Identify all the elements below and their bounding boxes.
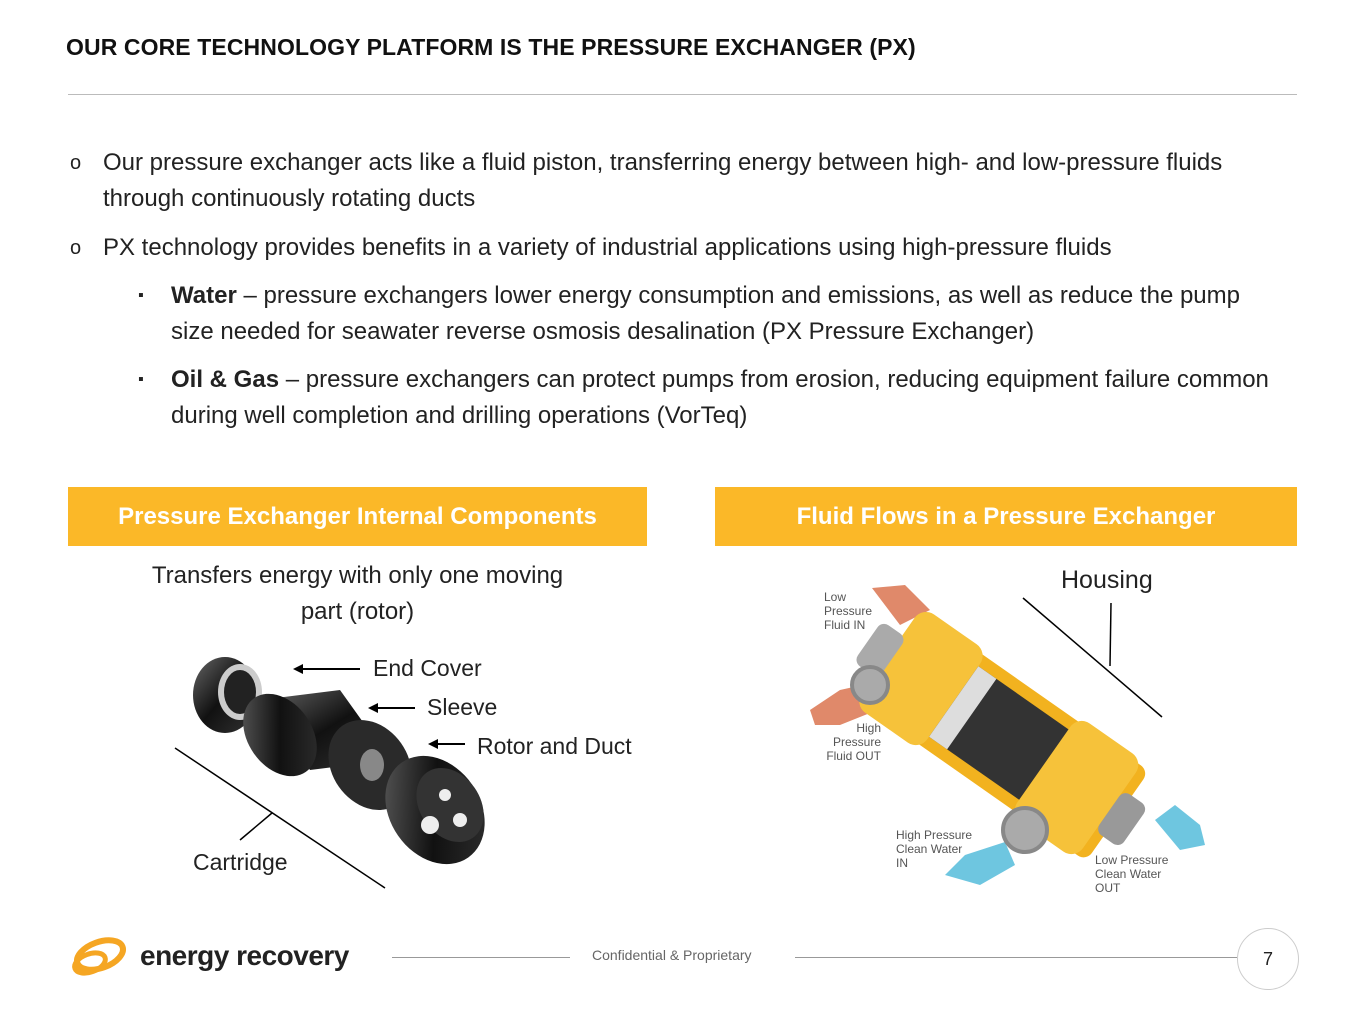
label-rotor-and-duct: Rotor and Duct	[477, 733, 632, 759]
left-panel-caption: Transfers energy with only one moving pa…	[151, 562, 564, 625]
label-lp-water-out: Low Pressure Clean Water OUT	[1095, 853, 1169, 895]
bullet-marker: o	[70, 152, 82, 174]
sub-bullet-bold: Oil & Gas	[171, 366, 280, 393]
sub-bullet-text: – pressure exchangers lower energy consu…	[171, 282, 1240, 345]
footer-confidential: Confidential & Proprietary	[592, 947, 752, 963]
bullet-marker: ▪	[138, 287, 144, 304]
sub-bullet-bold: Water	[171, 282, 237, 309]
label-hp-fluid-out: High Pressure Fluid OUT	[826, 721, 881, 763]
energy-recovery-logo-icon	[72, 937, 126, 976]
label-housing: Housing	[1061, 566, 1153, 594]
label-end-cover: End Cover	[373, 655, 482, 681]
sub-bullet-water: ▪ Water – pressure exchangers lower ener…	[138, 278, 1281, 350]
lp-water-out-arrow	[1155, 805, 1205, 850]
sub-bullet-oil-gas: ▪ Oil & Gas – pressure exchangers can pr…	[138, 362, 1281, 434]
bullet-2: o PX technology provides benefits in a v…	[70, 230, 1283, 266]
label-sleeve: Sleeve	[427, 694, 498, 720]
title-divider	[68, 94, 1297, 95]
pressure-exchanger-illustration	[810, 585, 1205, 885]
sub-bullet-text: – pressure exchangers can protect pumps …	[171, 366, 1269, 429]
bullet-marker: o	[70, 237, 82, 259]
bullet-marker: ▪	[138, 371, 144, 388]
page-number: 7	[1237, 928, 1299, 990]
footer-line-right	[795, 957, 1237, 958]
left-panel-header: Pressure Exchanger Internal Components	[68, 487, 647, 546]
label-hp-water-in: High Pressure Clean Water IN	[896, 828, 973, 870]
right-panel-header: Fluid Flows in a Pressure Exchanger	[715, 487, 1297, 546]
lp-fluid-in-arrow	[872, 585, 930, 625]
logo-wordmark: energy recovery	[140, 940, 349, 971]
hp-water-in-arrow	[945, 842, 1015, 885]
label-lp-fluid-in: Low Pressure Fluid IN	[824, 590, 873, 632]
bullet-text: PX technology provides benefits in a var…	[103, 234, 1112, 261]
label-cartridge: Cartridge	[193, 849, 288, 875]
footer-line-left	[392, 957, 570, 958]
bullet-1: o Our pressure exchanger acts like a flu…	[70, 145, 1283, 217]
bullet-text: Our pressure exchanger acts like a fluid…	[103, 149, 1223, 212]
slide-title: OUR CORE TECHNOLOGY PLATFORM IS THE PRES…	[66, 34, 916, 60]
cartridge-illustration	[174, 657, 485, 889]
